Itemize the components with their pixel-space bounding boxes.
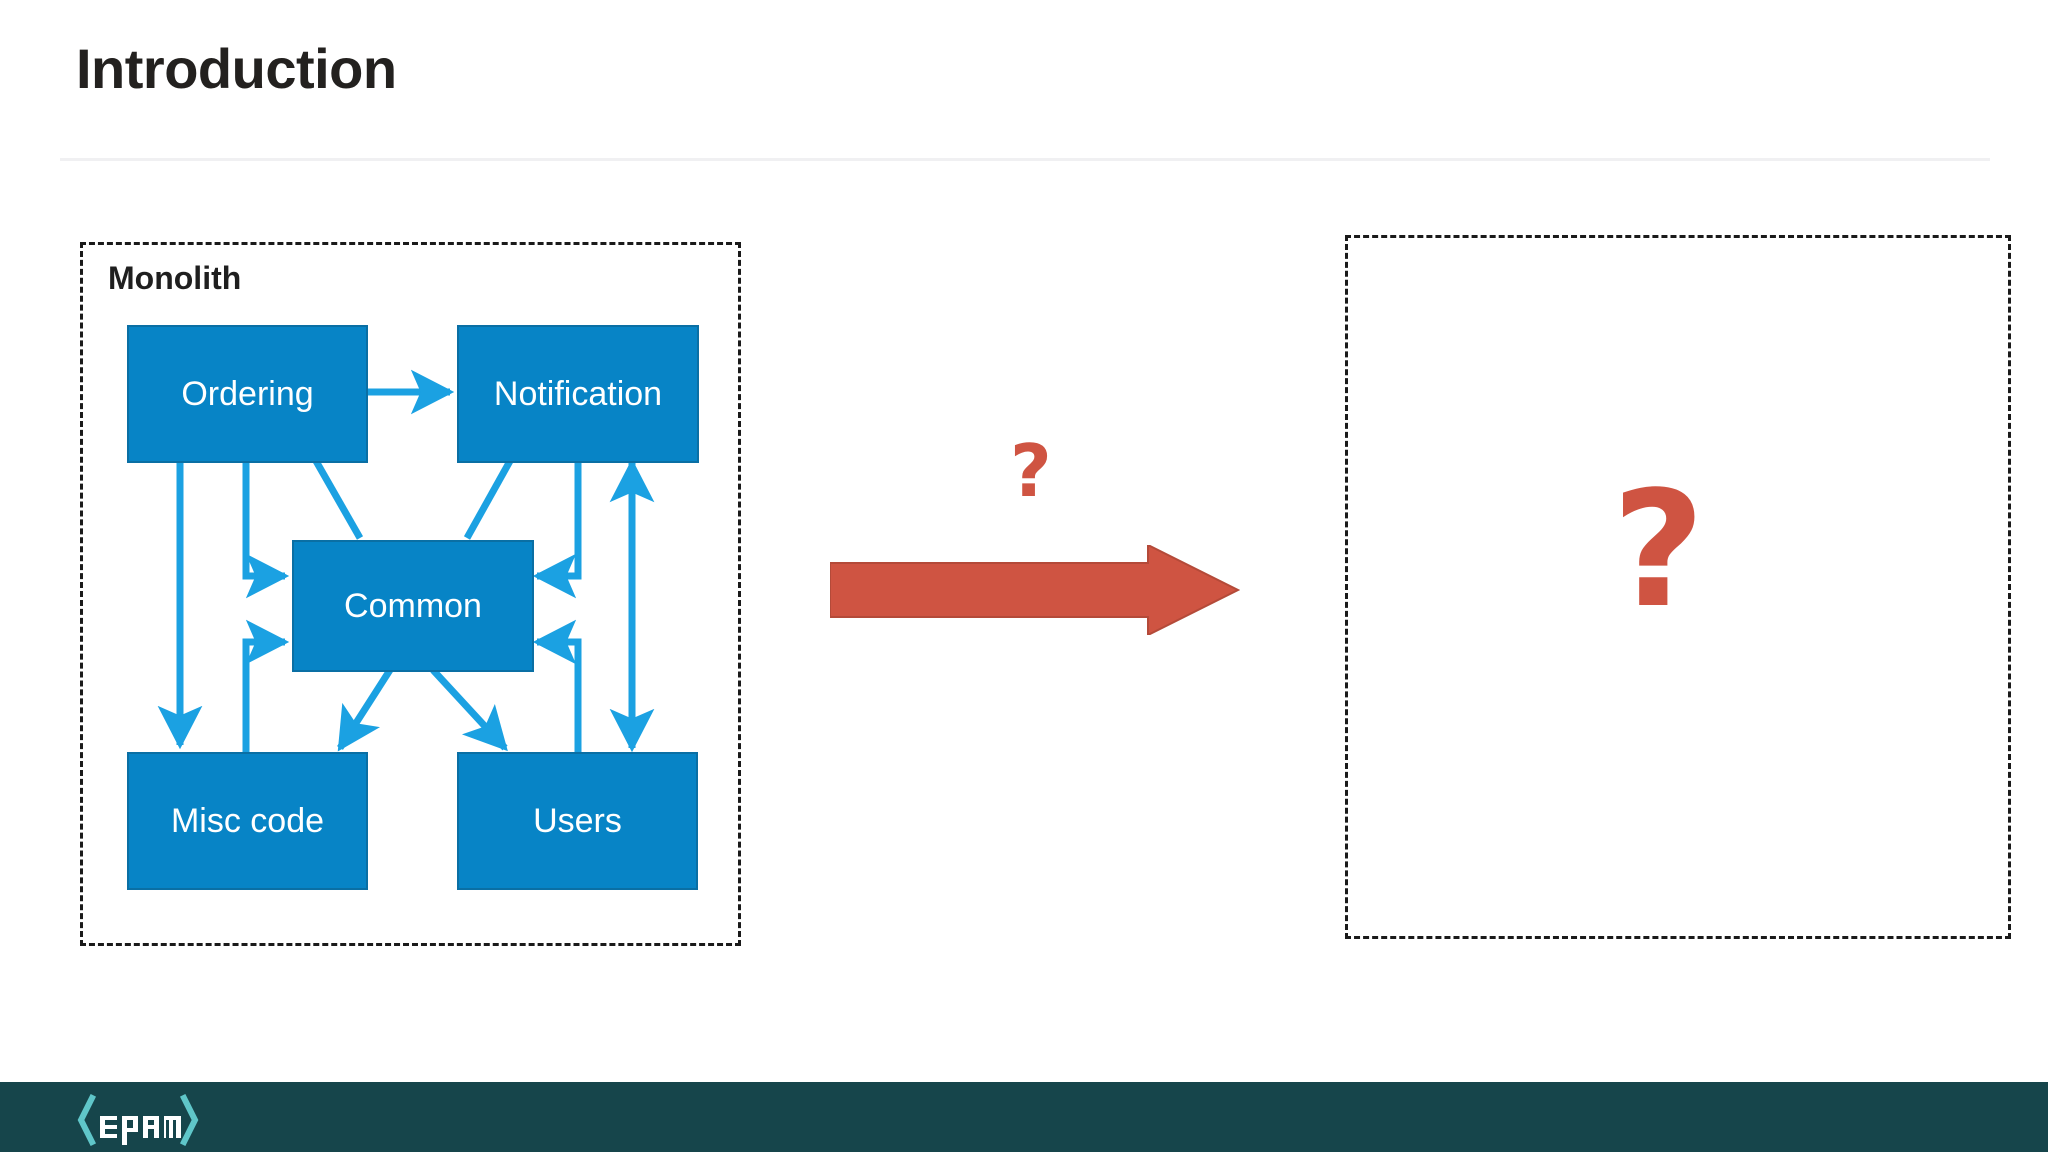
transform-question-mark: ?: [1010, 429, 1052, 513]
title-divider: [60, 158, 1990, 161]
node-ordering[interactable]: Ordering: [127, 325, 368, 463]
monolith-container: [80, 242, 741, 946]
epam-logo-mark: [77, 1094, 199, 1146]
node-users[interactable]: Users: [457, 752, 698, 890]
target-question-mark: ?: [1612, 456, 1705, 643]
footer-bar: [0, 1082, 2048, 1152]
monolith-label: Monolith: [108, 260, 242, 296]
node-notification[interactable]: Notification: [457, 325, 699, 463]
node-misc-code[interactable]: Misc code: [127, 752, 368, 890]
epam-logo: [76, 1094, 266, 1146]
page-title: Introduction: [76, 37, 397, 100]
node-common[interactable]: Common: [292, 540, 534, 672]
target-container: [1345, 235, 2011, 939]
right-arrow-icon: [830, 545, 1240, 635]
